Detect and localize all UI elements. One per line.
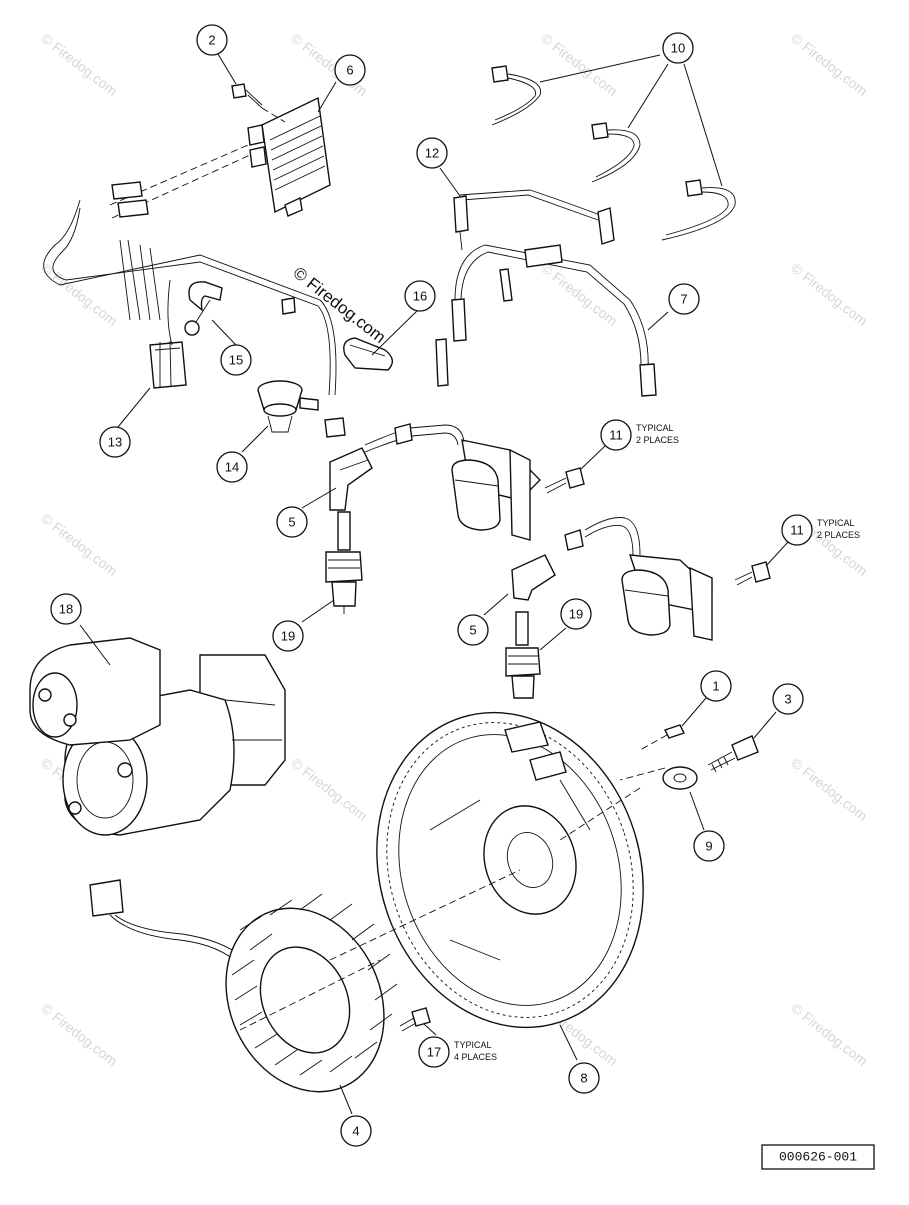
callout-16: 16 — [404, 280, 436, 312]
callout-18: 18 — [50, 593, 82, 625]
callout-2: 2 — [196, 24, 228, 56]
svg-text:4: 4 — [352, 1124, 359, 1139]
callout-19: 19 — [560, 598, 592, 630]
svg-text:11: 11 — [609, 428, 623, 443]
screw-part — [231, 83, 286, 123]
svg-text:2: 2 — [208, 33, 215, 48]
svg-text:TYPICAL: TYPICAL — [817, 518, 855, 528]
svg-text:3: 3 — [784, 692, 791, 707]
watermark: © Firedog.com — [538, 30, 620, 99]
wire-harness-part — [43, 144, 346, 438]
starter-motor-part — [29, 637, 286, 836]
stator-part — [89, 879, 398, 1093]
washer-part — [662, 766, 698, 790]
callout-13: 13 — [99, 426, 131, 458]
stator-screw-part — [399, 1007, 431, 1032]
svg-text:9: 9 — [705, 839, 712, 854]
svg-text:5: 5 — [469, 623, 476, 638]
svg-text:13: 13 — [108, 435, 122, 450]
svg-text:4 PLACES: 4 PLACES — [454, 1052, 497, 1062]
spark-plug-part — [325, 511, 363, 614]
note-typical-4-places: TYPICAL 4 PLACES — [454, 1040, 497, 1062]
svg-text:17: 17 — [427, 1045, 441, 1060]
svg-text:2 PLACES: 2 PLACES — [817, 530, 860, 540]
svg-text:6: 6 — [346, 63, 353, 78]
watermark: © Firedog.com — [288, 755, 370, 824]
watermark: © Firedog.com — [38, 1000, 120, 1069]
callout-14: 14 — [216, 451, 248, 483]
copyright-overlay: © Firedog.com — [290, 263, 390, 347]
assembly-axis — [619, 767, 666, 781]
callout-6: 8 — [568, 1062, 600, 1094]
leader-lines — [79, 53, 789, 1115]
svg-text:19: 19 — [569, 607, 583, 622]
watermark: © Firedog.com — [38, 260, 120, 329]
note-typical-2-places: TYPICAL 2 PLACES — [636, 423, 679, 445]
watermark: © Firedog.com — [788, 260, 870, 329]
ignition-coil-part — [564, 517, 713, 641]
svg-text:000626-001: 000626-001 — [779, 1150, 857, 1165]
drawing-number: 000626-001 — [761, 1144, 875, 1170]
clip-part — [343, 337, 393, 371]
spark-plug-boot-part — [329, 447, 373, 511]
svg-text:2 PLACES: 2 PLACES — [636, 435, 679, 445]
callout-4: 6 — [334, 54, 366, 86]
svg-text:TYPICAL: TYPICAL — [454, 1040, 492, 1050]
callout-8: 4 — [340, 1115, 372, 1147]
wire-lead-part — [491, 65, 736, 241]
flywheel-part — [376, 711, 644, 1029]
svg-text:18: 18 — [59, 602, 73, 617]
svg-text:7: 7 — [680, 292, 687, 307]
svg-text:15: 15 — [229, 353, 243, 368]
bolt-part — [707, 735, 759, 773]
callout-15: 15 — [220, 344, 252, 376]
note-typical-2-places: TYPICAL 2 PLACES — [817, 518, 860, 540]
callout-5: 5 — [276, 506, 308, 538]
svg-text:TYPICAL: TYPICAL — [636, 423, 674, 433]
ignition-coil-part — [364, 423, 541, 541]
callout-19: 19 — [272, 620, 304, 652]
svg-text:5: 5 — [288, 515, 295, 530]
callout-11: 11 — [781, 514, 813, 546]
watermark: © Firedog.com — [38, 30, 120, 99]
callout-1: 1 — [700, 670, 732, 702]
oil-switch-part — [257, 380, 319, 433]
callout-10: 9 — [693, 830, 725, 862]
svg-text:14: 14 — [225, 460, 239, 475]
callout-17: 17 — [418, 1036, 450, 1068]
svg-text:10: 10 — [671, 41, 685, 56]
svg-text:11: 11 — [790, 523, 804, 538]
regulator-part — [247, 96, 331, 217]
callout-3: 3 — [772, 683, 804, 715]
callout-7: 7 — [668, 283, 700, 315]
spark-plug-part — [505, 611, 541, 699]
svg-text:16: 16 — [413, 289, 427, 304]
watermark: © Firedog.com — [788, 1000, 870, 1069]
watermark: © Firedog.com — [38, 510, 120, 579]
svg-text:12: 12 — [425, 146, 439, 161]
watermark: © Firedog.com — [788, 30, 870, 99]
svg-text:19: 19 — [281, 629, 295, 644]
clamp-part — [184, 281, 223, 336]
coil-screw-part — [544, 467, 585, 494]
coil-screw-part — [734, 561, 771, 586]
callout-5: 5 — [457, 614, 489, 646]
spark-wire-part — [453, 189, 615, 251]
assembly-axis — [559, 787, 641, 841]
ignition-wire-part — [435, 244, 657, 397]
key-part — [639, 724, 685, 751]
svg-text:8: 8 — [580, 1071, 587, 1086]
callout-11: 11 — [600, 419, 632, 451]
svg-text:1: 1 — [712, 679, 719, 694]
watermark: © Firedog.com — [788, 755, 870, 824]
spark-plug-boot-part — [511, 554, 556, 601]
callout-12: 12 — [416, 137, 448, 169]
callout-9: 10 — [662, 32, 694, 64]
assembly-axis — [329, 869, 521, 961]
